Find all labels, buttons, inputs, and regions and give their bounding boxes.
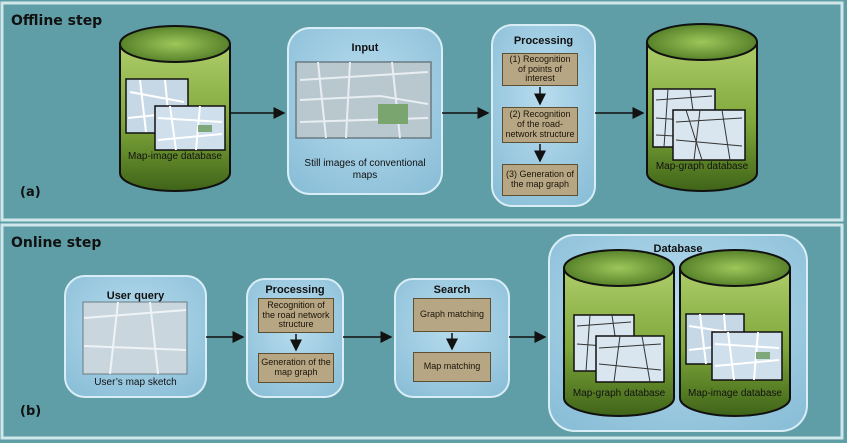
map-graph-db-cylinder: [646, 23, 758, 192]
input-map-image: [295, 61, 432, 139]
map-image-db-label: Map-image database: [128, 151, 222, 162]
user-query-title: User query: [106, 290, 165, 302]
online-processing-title: Processing: [265, 284, 325, 296]
map-graph-db-label: Map-graph database: [655, 161, 749, 172]
step-generate-map-graph: (3) Generation of the map graph: [502, 164, 578, 196]
graph-matching-step: Graph matching: [413, 298, 491, 332]
online-map-image-db-label: Map-image database: [688, 388, 782, 399]
online-step-map-graph: Generation of the map graph: [258, 353, 334, 383]
online-step-road-network: Recognition of the road network structur…: [258, 298, 334, 333]
online-tag: (b): [20, 404, 42, 419]
online-map-graph-cylinder: [563, 249, 675, 417]
map-image-db-cylinder: [119, 25, 231, 192]
step-recognition-poi: (1) Recognition of points of interest: [502, 53, 578, 86]
search-title: Search: [433, 284, 471, 296]
user-query-caption: User’s map sketch: [94, 377, 177, 388]
database-title: Database: [653, 243, 703, 255]
online-map-graph-db-label: Map-graph database: [572, 388, 666, 399]
online-step-title: Online step: [11, 235, 102, 251]
map-matching-step: Map matching: [413, 352, 491, 382]
online-map-image-cylinder: [679, 249, 791, 417]
input-caption: Still images of conventional maps: [304, 158, 426, 181]
offline-step-title: Offline step: [11, 13, 103, 29]
user-sketch-image: [82, 301, 188, 375]
processing-title: Processing: [513, 35, 574, 47]
input-title: Input: [351, 42, 379, 54]
offline-tag: (a): [20, 185, 41, 200]
step-recognition-road-network: (2) Recognition of the road-network stru…: [502, 107, 578, 143]
